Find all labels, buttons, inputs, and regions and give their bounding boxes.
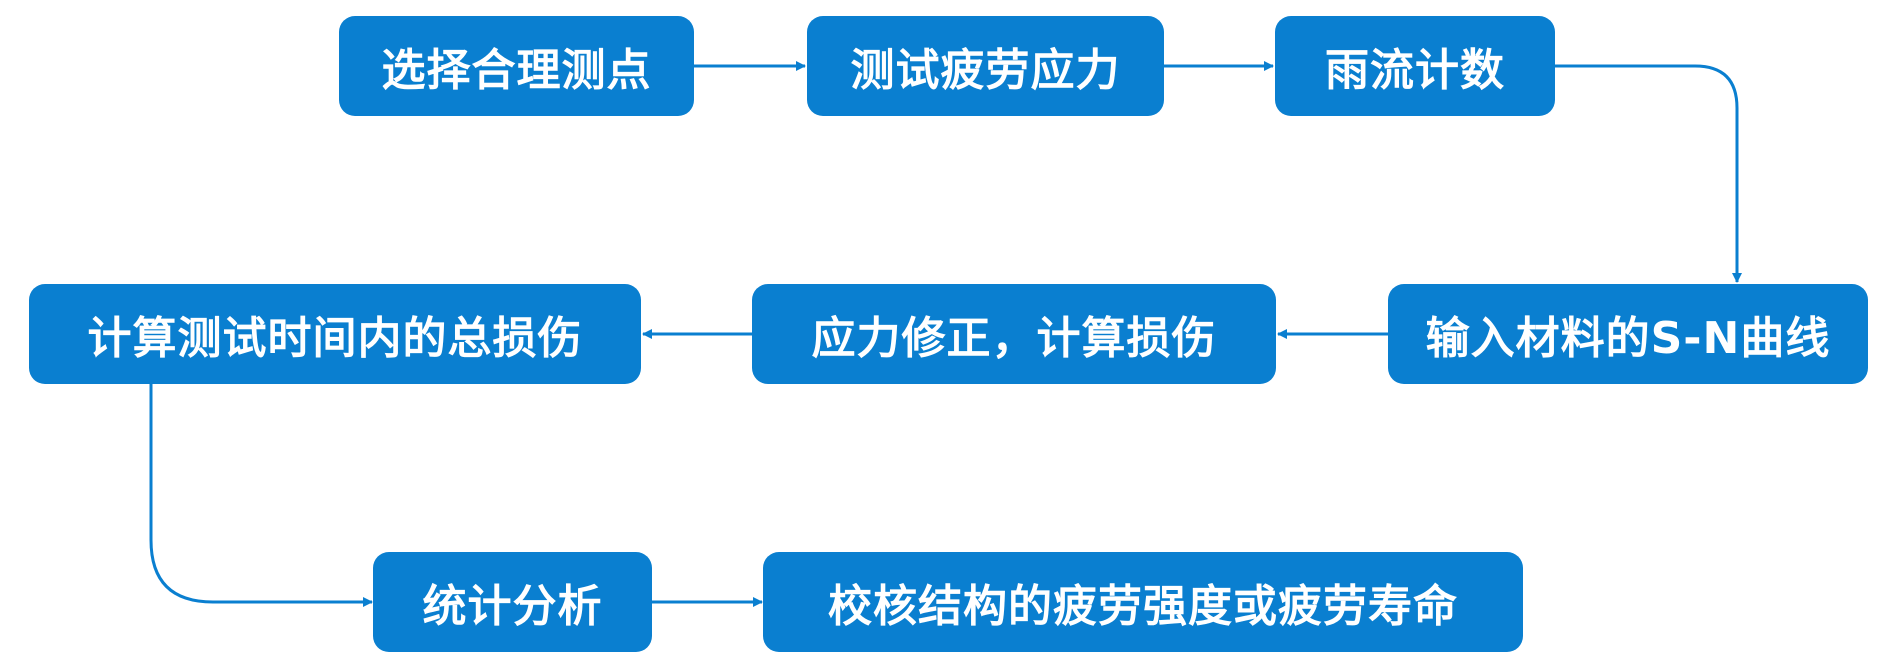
node-stress-correction-damage: 应力修正，计算损伤 xyxy=(752,284,1276,384)
arrow-total-to-statistics xyxy=(149,384,373,607)
node-rainflow-counting: 雨流计数 xyxy=(1275,16,1555,116)
node-check-fatigue-life: 校核结构的疲劳强度或疲劳寿命 xyxy=(763,552,1523,652)
node-test-fatigue-stress: 测试疲劳应力 xyxy=(807,16,1164,116)
node-total-damage: 计算测试时间内的总损伤 xyxy=(29,284,641,384)
node-input-sn-curve: 输入材料的S-N曲线 xyxy=(1388,284,1868,384)
arrow-rainflow-to-sn xyxy=(1555,64,1742,283)
node-statistical-analysis: 统计分析 xyxy=(373,552,652,652)
node-select-measuring-points: 选择合理测点 xyxy=(339,16,694,116)
